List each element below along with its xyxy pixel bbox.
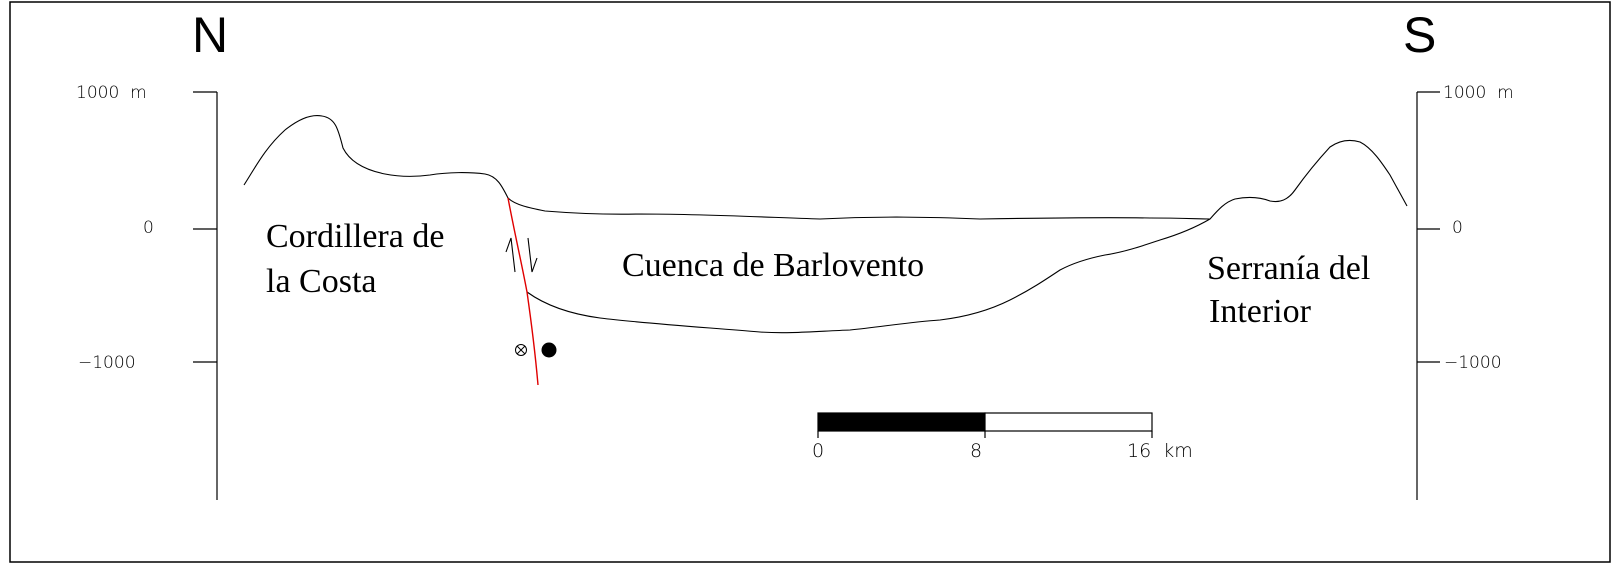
scale-label-8: 8 bbox=[970, 440, 982, 462]
right-tick-1000: 1000 m bbox=[1443, 83, 1514, 103]
basin-base-profile bbox=[526, 218, 1211, 334]
left-tick-0: 0 bbox=[143, 218, 154, 238]
scale-bar-white-segment bbox=[984, 412, 1153, 432]
right-tick-minus-1000: −1000 bbox=[1444, 353, 1502, 373]
strike-slip-away-symbol bbox=[515, 344, 527, 356]
topographic-profile bbox=[243, 114, 1408, 220]
diagram-frame bbox=[9, 1, 1611, 563]
left-tick-minus-1000: −1000 bbox=[78, 353, 136, 373]
cordillera-label-line2: la Costa bbox=[266, 263, 376, 300]
serrania-label-line1: Serranía del bbox=[1207, 250, 1370, 287]
scale-bar: 0 8 16 km bbox=[812, 412, 1193, 462]
scale-label-16-km: 16 km bbox=[1127, 440, 1193, 462]
cuenca-label: Cuenca de Barlovento bbox=[622, 247, 924, 284]
strike-slip-toward-symbol bbox=[541, 342, 557, 358]
scale-label-0: 0 bbox=[812, 440, 824, 462]
serrania-label-line2: Interior bbox=[1209, 293, 1312, 330]
scale-bar-black-segment bbox=[817, 412, 986, 432]
fault-line bbox=[507, 197, 539, 386]
fault-motion-arrows bbox=[505, 237, 538, 273]
north-label: N bbox=[192, 7, 228, 63]
cordillera-label-line1: Cordillera de bbox=[266, 218, 444, 255]
left-elevation-axis: 1000 m 0 −1000 bbox=[76, 83, 218, 500]
left-tick-1000: 1000 m bbox=[76, 83, 147, 103]
south-label: S bbox=[1403, 7, 1436, 63]
right-tick-0: 0 bbox=[1452, 218, 1463, 238]
right-elevation-axis: 1000 m 0 −1000 bbox=[1416, 83, 1514, 500]
